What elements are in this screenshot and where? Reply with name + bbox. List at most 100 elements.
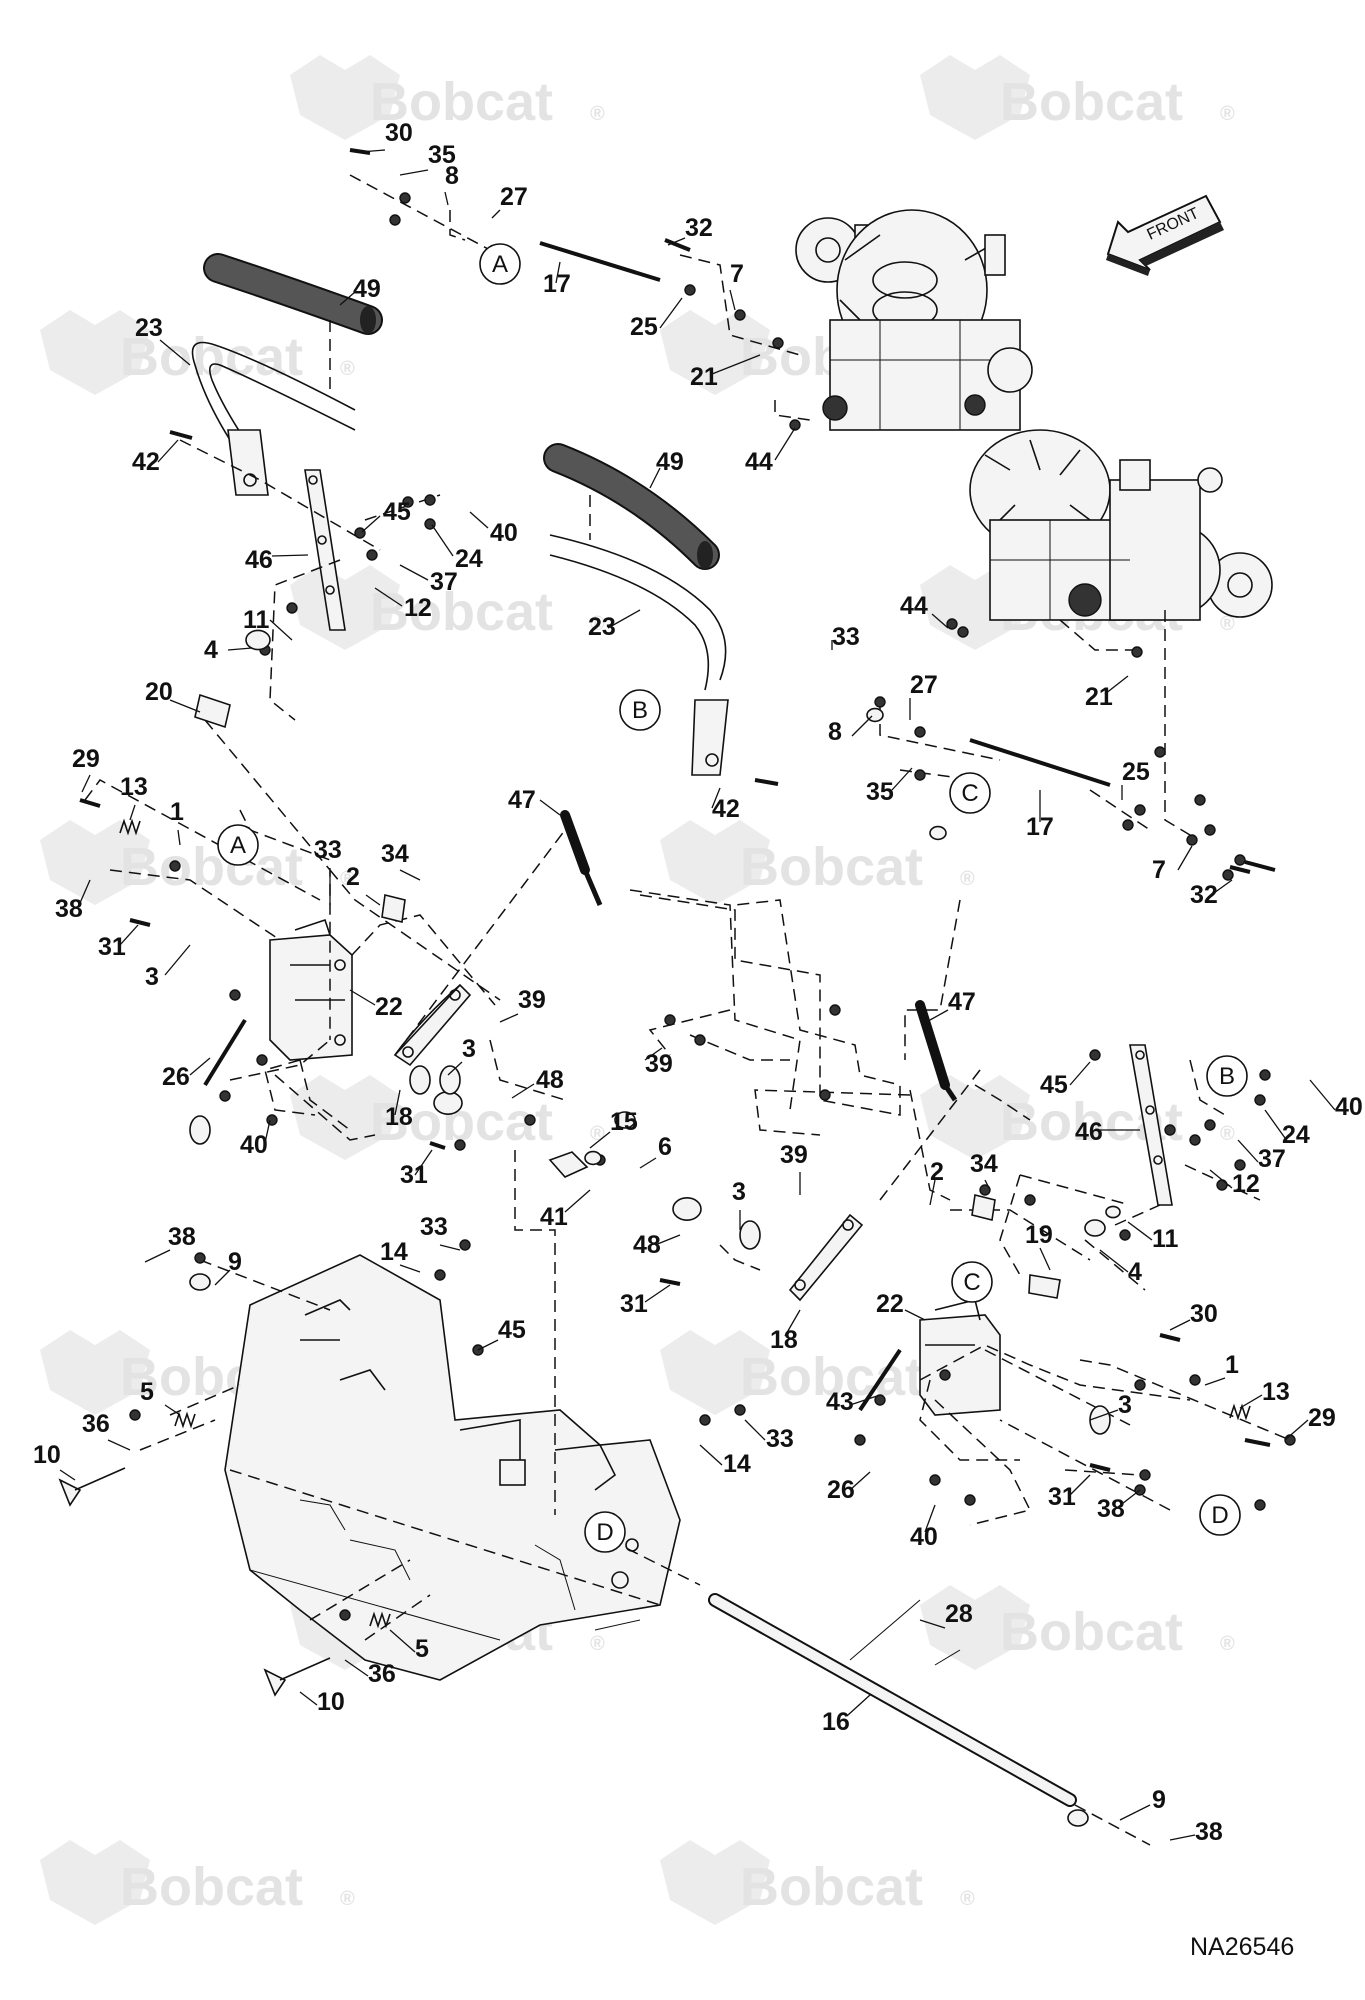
fastener-icon	[1189, 1134, 1201, 1146]
fastener-icon	[1204, 1119, 1216, 1131]
callout-7: 7	[729, 260, 744, 311]
leader-line	[511, 1083, 535, 1099]
callout-13: 13	[1239, 1378, 1290, 1409]
callout-49: 49	[339, 275, 381, 306]
leader-line	[1169, 1834, 1196, 1841]
callout-40: 40	[240, 1119, 271, 1159]
callout-number: 19	[1025, 1221, 1053, 1249]
control-rod-upper	[539, 241, 661, 282]
callout-38: 38	[55, 879, 91, 923]
fastener-icon	[1234, 1159, 1246, 1171]
callout-31: 31	[400, 1149, 433, 1189]
front-arrow-icon: FRONT	[1106, 194, 1224, 276]
leader-line	[499, 1013, 519, 1023]
callout-number: 9	[1152, 1786, 1166, 1814]
reference-letter: B	[632, 697, 648, 724]
watermark-mark: ®	[960, 1888, 975, 1910]
leader-line	[1209, 1169, 1233, 1189]
callout-number: 29	[1308, 1404, 1336, 1432]
callout-48: 48	[633, 1231, 681, 1259]
leader-line	[1204, 1377, 1226, 1386]
callout-number: 25	[630, 313, 658, 341]
reference-circle-c: C	[951, 1261, 993, 1303]
reference-letter: C	[963, 1269, 980, 1296]
bolt-icon	[1244, 1438, 1271, 1447]
callout-number: 8	[828, 718, 842, 746]
leader-line	[639, 1157, 657, 1169]
callout-number: 3	[462, 1035, 476, 1063]
bushing-icon	[866, 707, 884, 723]
callout-number: 4	[204, 636, 218, 664]
callout-number: 48	[633, 1231, 661, 1259]
callout-number: 45	[498, 1316, 526, 1344]
spring-icon	[1229, 1403, 1251, 1421]
fastener-icon	[1234, 854, 1246, 866]
callout-32: 32	[1190, 879, 1233, 909]
callout-number: 47	[948, 988, 976, 1016]
callout-number: 11	[243, 606, 270, 634]
callout-number: 47	[508, 786, 536, 814]
leader-line	[711, 354, 761, 375]
callout-12: 12	[1209, 1169, 1260, 1198]
leader-line	[699, 1444, 723, 1466]
reference-circle-d: D	[584, 1511, 626, 1553]
callout-42: 42	[132, 439, 179, 476]
reference-letter: B	[1219, 1063, 1235, 1090]
callout-11: 11	[1127, 1221, 1179, 1253]
callout-8: 8	[444, 162, 459, 206]
callout-number: 8	[445, 162, 459, 190]
fastener-icon	[1119, 1229, 1131, 1241]
fastener-icon	[169, 860, 181, 872]
leader-line	[144, 1249, 171, 1263]
callout-25: 25	[630, 297, 683, 341]
fastener-icon	[366, 549, 378, 561]
leader-line	[904, 1309, 926, 1321]
fastener-icon	[734, 1404, 746, 1416]
callout-number: 38	[1097, 1495, 1125, 1523]
callout-number: 30	[1190, 1300, 1218, 1328]
callout-number: 40	[1335, 1093, 1363, 1121]
fastener-icon	[1194, 794, 1206, 806]
callout-5: 5	[140, 1378, 181, 1416]
pivot-bracket-right	[919, 1299, 1001, 1416]
callout-44: 44	[745, 427, 796, 476]
leader-line	[491, 209, 501, 219]
bolt-icon	[129, 918, 151, 927]
callout-9: 9	[1119, 1786, 1166, 1821]
callout-36: 36	[344, 1659, 396, 1688]
bushing-icon	[614, 1111, 636, 1129]
leader-line	[399, 564, 429, 581]
bolt-icon	[659, 1278, 681, 1286]
hydrostat-lower	[969, 429, 1273, 621]
fastener-icon	[1189, 1374, 1201, 1386]
pivot-bracket-left	[269, 918, 353, 1061]
callout-number: 18	[770, 1326, 798, 1354]
callout-number: 33	[766, 1425, 794, 1453]
watermark-text: Bobcat	[740, 1347, 923, 1407]
fastener-icon	[874, 696, 886, 708]
callout-23: 23	[135, 314, 191, 366]
callout-2: 2	[346, 863, 381, 906]
watermark-text: Bobcat	[1000, 1602, 1183, 1662]
watermark-mark: ®	[960, 868, 975, 890]
clip-bracket-icon	[381, 894, 406, 923]
callout-30: 30	[1169, 1300, 1218, 1331]
callout-number: 6	[658, 1133, 672, 1161]
leader-line	[1117, 1489, 1141, 1508]
callout-34: 34	[970, 1150, 998, 1191]
callout-10: 10	[33, 1441, 76, 1481]
callout-number: 45	[1040, 1071, 1068, 1099]
callout-16: 16	[822, 1694, 871, 1736]
callout-26: 26	[162, 1057, 211, 1091]
spring-icon	[369, 1611, 391, 1629]
callout-33: 33	[744, 1419, 794, 1453]
callout-number: 5	[140, 1378, 154, 1406]
fastener-icon	[1222, 869, 1234, 881]
callout-8: 8	[828, 715, 873, 746]
bushing-icon	[245, 629, 271, 651]
callout-number: 25	[1122, 758, 1150, 786]
reference-circle-a: A	[479, 243, 521, 285]
callout-37: 37	[1237, 1139, 1286, 1173]
leader-line	[1069, 1474, 1091, 1496]
